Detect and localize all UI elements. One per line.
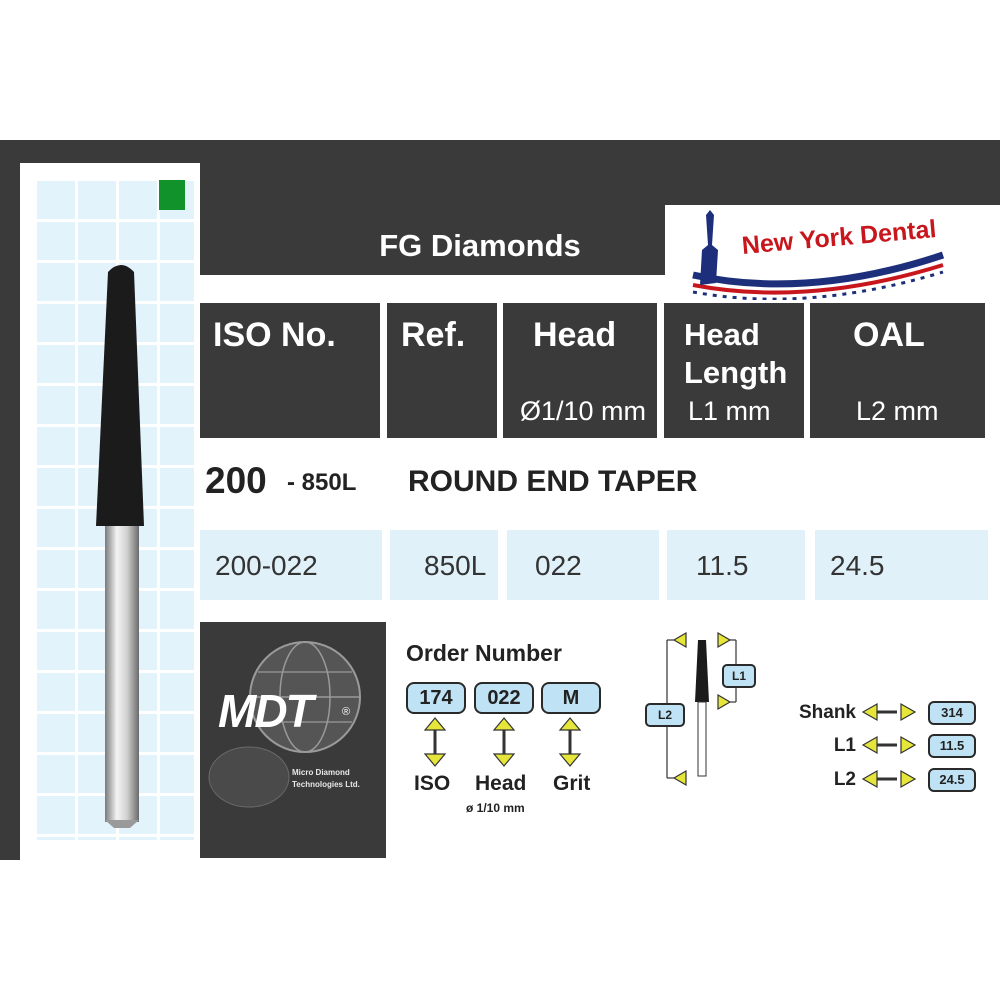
bur-shank-end xyxy=(105,820,139,828)
brand-logo-art xyxy=(692,210,945,300)
mdt-company-line2: Technologies Ltd. xyxy=(292,780,360,789)
header-oal: OAL L2 mm xyxy=(810,303,985,438)
product-number: 200 xyxy=(205,460,267,501)
header-iso-label: ISO No. xyxy=(213,316,336,354)
order-code-grit: M xyxy=(541,682,601,714)
right-arrow-icon xyxy=(900,702,917,722)
product-name: ROUND END TAPER xyxy=(408,465,698,498)
left-arrow-icon xyxy=(672,631,687,649)
globe-icon xyxy=(249,641,361,753)
spec-shank-value: 314 xyxy=(928,701,976,725)
grit-color-indicator xyxy=(159,180,185,210)
header-head-sub: Ø1/10 mm xyxy=(520,396,647,426)
product-ref: - 850L xyxy=(287,469,357,496)
value-ref: 850L xyxy=(390,530,498,600)
left-arrow-icon xyxy=(861,769,878,789)
header-ref: Ref. xyxy=(387,303,497,438)
header-head-length-sub: L1 mm xyxy=(688,396,771,426)
right-arrow-icon xyxy=(900,735,917,755)
left-arrow-icon xyxy=(861,735,878,755)
bur-head-mini xyxy=(695,640,709,702)
header-head: Head Ø1/10 mm xyxy=(503,303,657,438)
mdt-logo-panel xyxy=(200,622,386,858)
header-head-label: Head xyxy=(533,316,617,354)
order-code-head: 022 xyxy=(474,682,534,714)
bur-head xyxy=(96,265,144,526)
header-oal-sub: L2 mm xyxy=(856,396,939,426)
spec-l2-label: L2 xyxy=(833,769,856,790)
bur-shank xyxy=(105,522,139,822)
spec-l2-value: 24.5 xyxy=(928,768,976,792)
left-arrow-icon xyxy=(672,769,687,787)
value-ref-text: 850L xyxy=(424,550,487,581)
down-arrow-icon xyxy=(423,753,447,767)
down-arrow-icon xyxy=(558,753,582,767)
left-strip xyxy=(0,140,20,860)
header-iso: ISO No. xyxy=(200,303,380,438)
header-oal-label: OAL xyxy=(853,316,925,354)
value-head-text: 022 xyxy=(535,550,582,581)
spec-l1-value: 11.5 xyxy=(928,734,976,758)
down-arrow-icon xyxy=(492,753,516,767)
mdt-registered-mark: ® xyxy=(342,706,351,718)
header-head-length: Head Length L1 mm xyxy=(664,303,804,438)
order-number-title: Order Number xyxy=(406,640,562,666)
bur-illustration xyxy=(96,265,144,828)
right-arrow-icon xyxy=(717,693,732,711)
order-label-head: Head xyxy=(475,772,527,795)
page-title: FG Diamonds xyxy=(379,228,581,263)
value-head-length-text: 11.5 xyxy=(696,550,749,581)
diagram-l1-badge: L1 xyxy=(722,664,756,688)
spec-arrows xyxy=(861,702,917,789)
order-head-sub: ø 1/10 mm xyxy=(466,801,525,815)
spec-l1-label: L1 xyxy=(833,735,856,756)
up-arrow-icon xyxy=(423,717,447,731)
value-oal-text: 24.5 xyxy=(830,550,885,581)
right-arrow-icon xyxy=(900,769,917,789)
header-ref-label: Ref. xyxy=(401,316,466,354)
mdt-logo-text: MDT xyxy=(218,685,314,737)
value-iso-text: 200-022 xyxy=(215,550,318,581)
order-label-iso: ISO xyxy=(414,772,451,795)
header-head-length-label: Head Length xyxy=(684,317,788,390)
order-label-grit: Grit xyxy=(553,772,591,795)
statue-of-liberty-icon xyxy=(700,210,718,285)
left-arrow-icon xyxy=(861,702,878,722)
value-oal: 24.5 xyxy=(815,530,988,600)
globe-shadow-icon xyxy=(208,746,290,808)
diagram-l2-badge: L2 xyxy=(645,703,685,727)
right-arrow-icon xyxy=(717,631,732,649)
mdt-company-line1: Micro Diamond xyxy=(292,768,350,777)
value-head-length: 11.5 xyxy=(667,530,805,600)
mdt-company-name: Micro Diamond Technologies Ltd. xyxy=(292,767,360,791)
spec-shank-label: Shank xyxy=(798,702,856,723)
value-iso: 200-022 xyxy=(200,530,382,600)
order-arrows xyxy=(423,717,582,767)
up-arrow-icon xyxy=(492,717,516,731)
up-arrow-icon xyxy=(558,717,582,731)
value-head: 022 xyxy=(507,530,659,600)
order-code-iso: 174 xyxy=(406,682,466,714)
